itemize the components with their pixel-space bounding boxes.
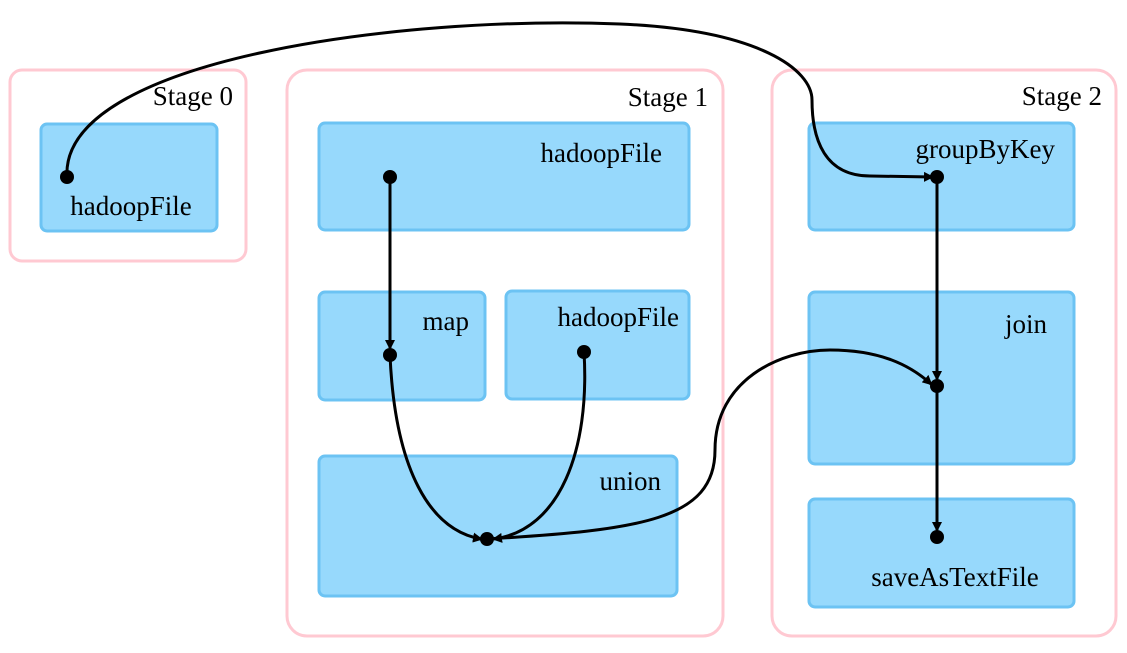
rdd-s0-hadoopfile-label: hadoopFile	[70, 191, 192, 221]
stage-2[interactable]: Stage 2 groupByKey join saveAsTextFile	[770, 68, 1118, 638]
stage-1[interactable]: Stage 1 hadoopFile map hadoopFile union	[285, 68, 725, 638]
edge-hadoopfile-right-to-union	[492, 351, 587, 543]
rdd-s1-map-label: map	[423, 306, 470, 336]
rdd-s1-union-box	[317, 454, 679, 598]
rdd-s1-map-box	[317, 290, 487, 402]
rdd-s1-map[interactable]: map	[317, 290, 487, 402]
stage-1-label: Stage 1	[628, 82, 708, 112]
rdd-s1-union-label: union	[599, 466, 661, 496]
node-dot-s0-hadoopfile	[60, 170, 74, 184]
rdd-s2-saveastextfile[interactable]: saveAsTextFile	[807, 497, 1076, 609]
rdd-s2-saveastextfile-box	[807, 497, 1076, 609]
node-dot-s2-join	[930, 379, 944, 393]
rdd-s1-union[interactable]: union	[317, 454, 679, 598]
rdd-s1-hadoopfile-right[interactable]: hadoopFile	[504, 289, 691, 401]
rdd-s1-hadoopfile-right-box	[504, 289, 691, 401]
node-dot-s1-hadoopfile-top	[383, 170, 397, 184]
rdd-s2-join[interactable]: join	[807, 290, 1076, 466]
rdd-s0-hadoopfile[interactable]: hadoopFile	[39, 122, 219, 233]
rdd-s2-saveastextfile-label: saveAsTextFile	[871, 562, 1039, 592]
rdd-s1-hadoopfile-top-label: hadoopFile	[541, 138, 663, 168]
node-dot-s2-groupbykey	[930, 170, 944, 184]
rdd-s1-hadoopfile-right-label: hadoopFile	[558, 302, 680, 332]
edge-map-to-union	[388, 354, 483, 543]
rdd-s0-hadoopfile-box	[39, 122, 219, 233]
rdd-s1-hadoopfile-top[interactable]: hadoopFile	[317, 121, 691, 232]
node-dot-s1-hadoopfile-right	[577, 345, 591, 359]
node-dot-s1-map	[383, 348, 397, 362]
edge-union-to-join	[486, 348, 933, 541]
edge-s0-hadoopfile-to-groupbykey	[65, 21, 934, 182]
node-dot-s2-saveastextfile	[930, 530, 944, 544]
node-dot-s1-union	[480, 532, 494, 546]
stage-2-label: Stage 2	[1022, 81, 1102, 111]
rdd-s2-groupbykey-label: groupByKey	[916, 134, 1056, 164]
stage-0[interactable]: Stage 0 hadoopFile	[8, 68, 248, 263]
stage-0-label: Stage 0	[153, 81, 233, 111]
rdd-s2-join-label: join	[1004, 309, 1048, 339]
rdd-s1-hadoopfile-top-box	[317, 121, 691, 232]
